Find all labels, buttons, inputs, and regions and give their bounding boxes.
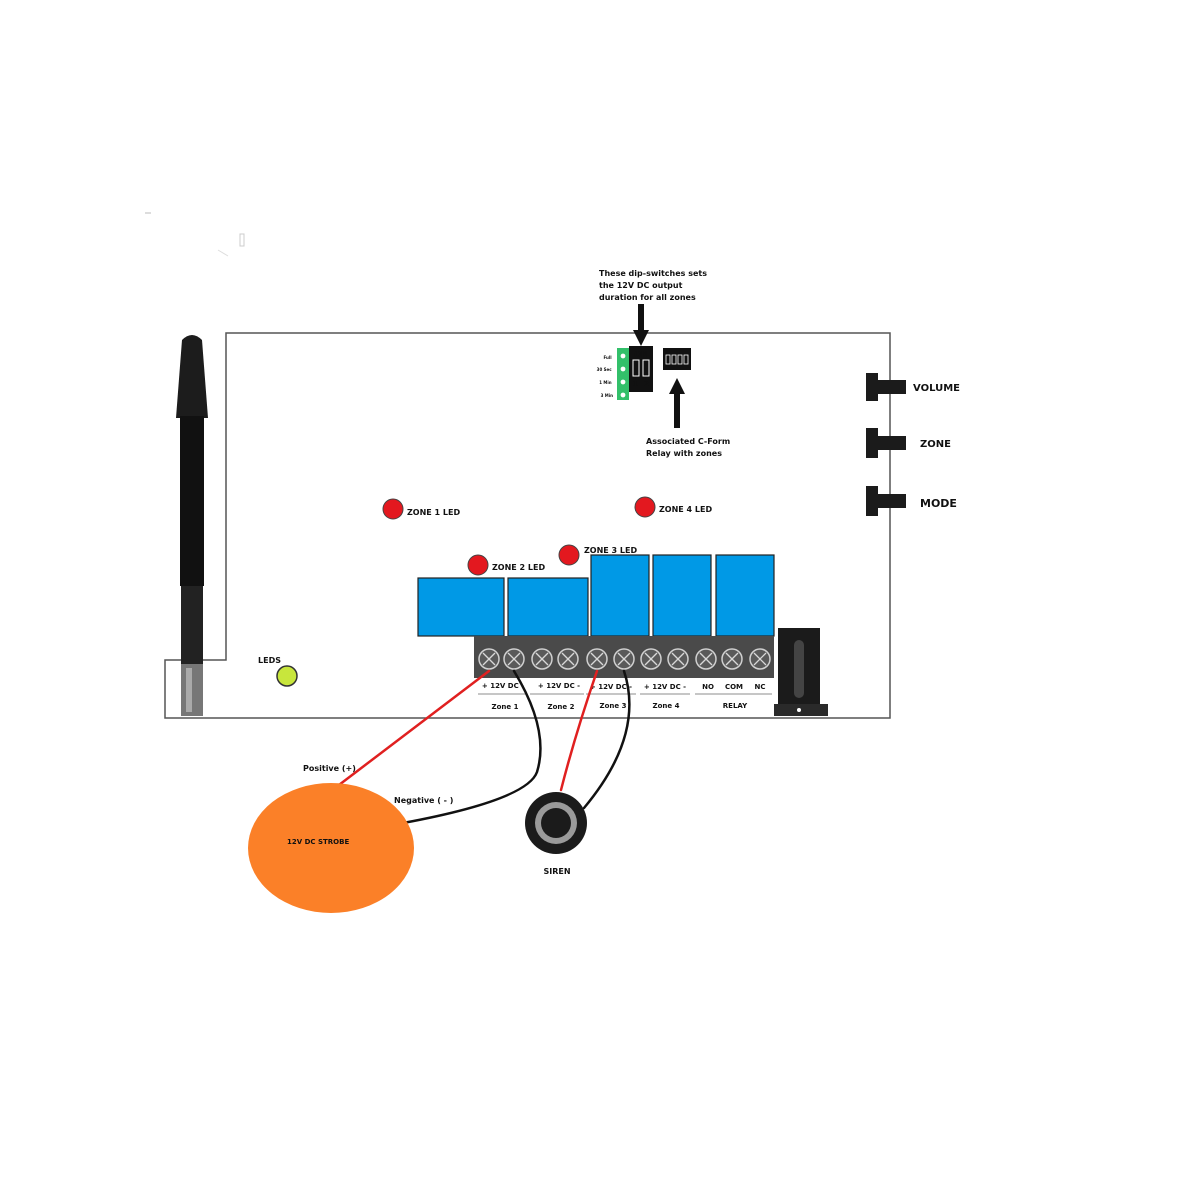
zone-2-terminal-label: + 12V DC - <box>538 682 580 690</box>
zone-3-group-label: Zone 3 <box>600 702 627 710</box>
status-led <box>276 665 298 687</box>
terminal-screw[interactable] <box>667 648 689 670</box>
zone-2-led <box>467 554 489 576</box>
relay-zone-1 <box>417 577 505 637</box>
relay-zone-2 <box>507 577 589 637</box>
dip-switch-relay[interactable] <box>663 348 691 370</box>
terminal-screw[interactable] <box>478 648 500 670</box>
antenna <box>176 335 208 716</box>
terminal-screw[interactable] <box>503 648 525 670</box>
relay-com-label: COM <box>725 683 743 691</box>
stray-mark <box>239 233 245 247</box>
terminal-screw[interactable] <box>586 648 608 670</box>
status-led-label: LEDS <box>258 656 281 665</box>
relay-blocks <box>417 554 775 637</box>
siren-negative-wire <box>582 669 631 810</box>
terminal-screw[interactable] <box>613 648 635 670</box>
zone-4-led-label: ZONE 4 LED <box>659 505 712 514</box>
strobe-negative-wire <box>401 669 542 825</box>
volume-button[interactable] <box>866 373 906 401</box>
terminal-screws <box>478 648 771 670</box>
terminal-screw[interactable] <box>695 648 717 670</box>
zone-4-group-label: Zone 4 <box>653 702 680 710</box>
mode-button[interactable] <box>866 486 906 516</box>
terminal-screw[interactable] <box>557 648 579 670</box>
wires <box>333 669 631 825</box>
arrow-up-icon <box>669 378 685 428</box>
zone-3-led <box>558 544 580 566</box>
positive-wire-label: Positive (+) <box>303 764 356 773</box>
zone-label: ZONE <box>920 439 951 450</box>
arrow-down-icon <box>633 304 649 346</box>
zone-2-group-label: Zone 2 <box>548 703 575 711</box>
power-jack <box>774 628 828 716</box>
zone-button[interactable] <box>866 428 906 458</box>
relay-no-label: NO <box>702 683 714 691</box>
svg-text:Full 30 Sec 1 Min: Full 30 Sec 1 Min 3 Min <box>597 355 613 398</box>
terminal-screw[interactable] <box>531 648 553 670</box>
zone-4-led <box>634 496 656 518</box>
zone-3-terminal-label: + 12V DC - <box>590 683 632 691</box>
zone-1-terminal-label: + 12V DC - <box>482 682 524 690</box>
zone-2-led-label: ZONE 2 LED <box>492 563 545 572</box>
strobe-positive-wire <box>333 669 491 790</box>
relay-nc-label: NC <box>755 683 766 691</box>
terminal-screw[interactable] <box>749 648 771 670</box>
negative-wire-label: Negative ( - ) <box>394 796 453 805</box>
svg-text:ON: ON <box>634 350 648 359</box>
terminal-screw[interactable] <box>721 648 743 670</box>
dip-selector-header: Full 30 Sec 1 Min 3 Min <box>597 348 629 400</box>
relay-zone-3 <box>590 554 650 637</box>
terminal-group-labels: Zone 1 Zone 2 Zone 3 Zone 4 RELAY <box>492 702 749 711</box>
relay-group-label: RELAY <box>723 702 748 710</box>
dip-switch-note: These dip-switches sets the 12V DC outpu… <box>599 269 710 302</box>
zone-3-led-label: ZONE 3 LED <box>584 546 637 555</box>
mode-label: MODE <box>920 497 957 510</box>
zone-1-led <box>382 498 404 520</box>
dip-switch-duration[interactable]: ON 1 2 <box>629 346 653 392</box>
zone-1-led-label: ZONE 1 LED <box>407 508 460 517</box>
relay-aux <box>715 554 775 637</box>
zone-1-group-label: Zone 1 <box>492 703 519 711</box>
svg-text:1 2: 1 2 <box>633 380 649 388</box>
strobe-light <box>248 783 414 913</box>
relay-zone-4 <box>652 554 712 637</box>
volume-label: VOLUME <box>913 383 960 394</box>
stray-mark <box>217 249 229 257</box>
siren-positive-wire <box>559 669 599 792</box>
zone-4-terminal-label: + 12V DC - <box>644 683 686 691</box>
siren <box>525 792 587 854</box>
strobe-label: 12V DC STROBE <box>287 838 349 846</box>
terminal-screw[interactable] <box>640 648 662 670</box>
siren-label: SIREN <box>543 867 570 876</box>
relay-note: Associated C-Form Relay with zones <box>646 437 733 458</box>
terminal-labels: + 12V DC - + 12V DC - + 12V DC - + 12V D… <box>482 682 766 691</box>
